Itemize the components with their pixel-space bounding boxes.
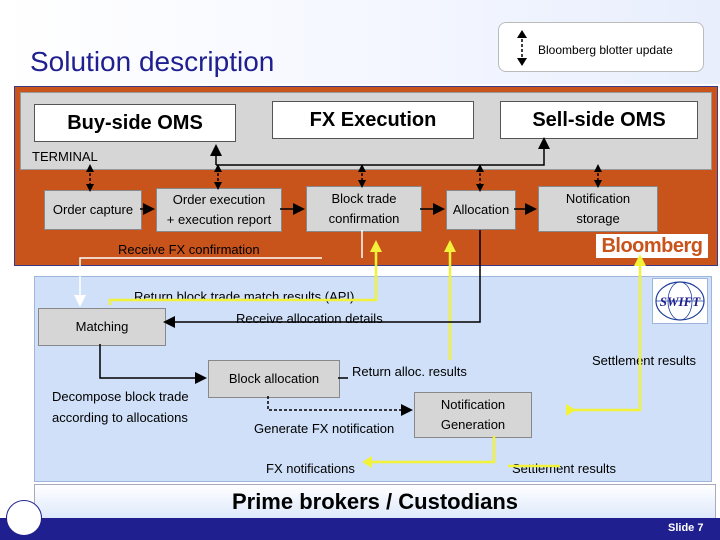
fx-execution-label: FX Execution <box>309 108 437 131</box>
sell-side-oms-box: Sell-side OMS <box>500 101 698 139</box>
decompose-line2: according to allocations <box>52 410 188 425</box>
settlement-results-top-label: Settlement results <box>592 353 697 368</box>
sell-side-oms-label: Sell-side OMS <box>532 108 666 131</box>
block-trade-line1: Block trade <box>331 191 397 206</box>
notification-storage-box: Notification storage <box>538 186 658 232</box>
swift-area <box>34 276 712 482</box>
order-execution-line1: Order execution <box>172 192 266 207</box>
swift-logo-icon: SWIFT <box>652 278 708 324</box>
terminal-label: TERMINAL <box>32 149 98 164</box>
order-capture-box: Order capture <box>44 190 142 230</box>
settlement-results-bottom-label: Settlement results <box>512 461 617 476</box>
bloomberg-logo: Bloomberg <box>596 234 708 258</box>
block-trade-line2: confirmation <box>328 211 400 226</box>
return-block-label: Return block trade match results (API) <box>134 289 355 304</box>
receive-fx-label: Receive FX confirmation <box>118 242 260 257</box>
allocation-label: Allocation <box>452 202 510 217</box>
notification-storage-line1: Notification <box>565 191 631 206</box>
order-execution-box: Order execution + execution report <box>156 188 282 232</box>
allocation-box: Allocation <box>446 190 516 230</box>
legend-label: Bloomberg blotter update <box>538 43 673 57</box>
page-title: Solution description <box>30 46 275 77</box>
notification-generation-box: Notification Generation <box>414 392 532 438</box>
prime-brokers-label: Prime brokers / Custodians <box>231 489 519 514</box>
notification-generation-line2: Generation <box>440 417 506 432</box>
buy-side-oms-label: Buy-side OMS <box>67 111 203 134</box>
bloomberg-logo-text: Bloomberg <box>601 234 703 257</box>
notification-storage-line2: storage <box>576 211 620 226</box>
block-trade-box: Block trade confirmation <box>306 186 422 232</box>
matching-label: Matching <box>75 319 129 334</box>
footer-bar <box>0 518 720 540</box>
buy-side-oms-box: Buy-side OMS <box>34 104 236 142</box>
matching-box: Matching <box>38 308 166 346</box>
block-allocation-label: Block allocation <box>228 371 320 386</box>
receive-alloc-label: Receive allocation details <box>236 311 383 326</box>
fx-notifications-label: FX notifications <box>266 461 355 476</box>
swift-globe-icon: SWIFT <box>655 281 705 321</box>
generate-fx-label: Generate FX notification <box>254 421 395 436</box>
order-capture-label: Order capture <box>52 202 134 217</box>
swift-logo-text: SWIFT <box>660 294 702 309</box>
swift-footer-logo-icon <box>6 500 42 536</box>
decompose-line1: Decompose block trade <box>52 389 189 404</box>
block-allocation-box: Block allocation <box>208 360 340 398</box>
prime-brokers-band: Prime brokers / Custodians <box>34 484 716 520</box>
notification-generation-line1: Notification <box>440 397 506 412</box>
order-execution-line2: + execution report <box>166 212 272 227</box>
fx-execution-box: FX Execution <box>272 101 474 139</box>
return-alloc-label: Return alloc. results <box>352 364 467 379</box>
slide-number: Slide 7 <box>668 522 704 534</box>
legend-box <box>498 22 704 72</box>
